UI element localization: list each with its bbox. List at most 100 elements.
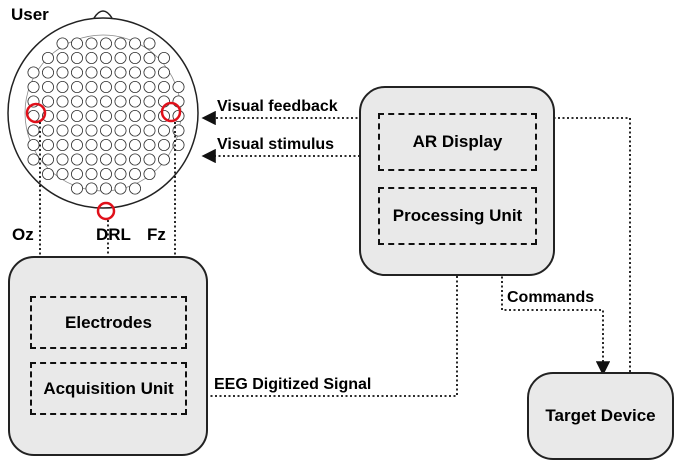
- electrode-site-icon: [42, 66, 55, 79]
- electrode-site-icon: [85, 66, 98, 79]
- electrode-site-icon: [157, 52, 170, 65]
- electrode-site-icon: [85, 182, 98, 195]
- electrode-site-icon: [85, 124, 98, 137]
- electrode-site-icon: [100, 66, 113, 79]
- electrode-site-icon: [85, 81, 98, 94]
- electrode-site-icon: [71, 81, 84, 94]
- electrode-site-icon: [42, 81, 55, 94]
- electrode-site-icon: [114, 182, 127, 195]
- electrode-site-icon: [71, 167, 84, 180]
- electrode-site-icon: [56, 110, 69, 123]
- electrode-site-icon: [100, 52, 113, 65]
- electrode-site-icon: [71, 153, 84, 166]
- ar-display-box: AR Display: [378, 113, 537, 171]
- electrode-site-icon: [114, 153, 127, 166]
- electrode-site-icon: [143, 153, 156, 166]
- electrode-site-icon: [100, 124, 113, 137]
- electrode-site-icon: [114, 52, 127, 65]
- electrode-site-icon: [143, 52, 156, 65]
- electrode-site-icon: [128, 110, 141, 123]
- visual-feedback-arrow: [201, 110, 631, 372]
- electrode-site-icon: [85, 167, 98, 180]
- drl-electrode-highlight: [96, 201, 116, 221]
- nose-icon: [93, 10, 113, 19]
- electrode-site-icon: [143, 124, 156, 137]
- electrode-site-icon: [157, 124, 170, 137]
- electrode-site-icon: [100, 95, 113, 108]
- electrode-site-icon: [56, 95, 69, 108]
- electrodes-box: Electrodes: [30, 296, 187, 349]
- electrode-site-icon: [143, 95, 156, 108]
- electrode-site-icon: [27, 81, 40, 94]
- electrode-site-icon: [143, 66, 156, 79]
- eeg-signal-arrow: [188, 241, 465, 397]
- electrode-site-icon: [114, 167, 127, 180]
- electrode-site-icon: [128, 182, 141, 195]
- electrode-site-icon: [56, 37, 69, 50]
- electrode-site-icon: [128, 167, 141, 180]
- electrode-site-icon: [85, 110, 98, 123]
- electrode-site-icon: [42, 167, 55, 180]
- electrode-site-icon: [143, 110, 156, 123]
- electrode-site-icon: [100, 81, 113, 94]
- electrode-site-icon: [172, 138, 185, 151]
- electrode-site-icon: [56, 66, 69, 79]
- fz-electrode-highlight: [160, 101, 182, 123]
- electrode-site-icon: [71, 182, 84, 195]
- electrode-site-icon: [71, 110, 84, 123]
- electrode-site-icon: [42, 124, 55, 137]
- visual-stimulus-label: Visual stimulus: [217, 136, 335, 153]
- electrode-site-icon: [27, 124, 40, 137]
- electrode-site-icon: [71, 37, 84, 50]
- electrode-site-icon: [100, 153, 113, 166]
- electrode-site-icon: [114, 95, 127, 108]
- electrode-site-icon: [42, 153, 55, 166]
- electrode-site-icon: [100, 110, 113, 123]
- electrode-site-icon: [157, 153, 170, 166]
- electrode-site-icon: [128, 37, 141, 50]
- electrode-site-icon: [128, 153, 141, 166]
- commands-arrow: [501, 245, 611, 376]
- electrode-site-icon: [114, 138, 127, 151]
- electrode-site-icon: [71, 124, 84, 137]
- fz-label: Fz: [147, 225, 166, 244]
- electrode-site-icon: [85, 52, 98, 65]
- electrode-site-icon: [56, 124, 69, 137]
- electrode-site-icon: [71, 138, 84, 151]
- visual-feedback-label: Visual feedback: [217, 98, 338, 115]
- electrode-site-icon: [114, 81, 127, 94]
- electrode-site-icon: [128, 52, 141, 65]
- electrode-site-icon: [157, 66, 170, 79]
- electrode-site-icon: [56, 138, 69, 151]
- electrode-site-icon: [128, 124, 141, 137]
- electrode-site-icon: [157, 138, 170, 151]
- electrode-site-icon: [143, 37, 156, 50]
- electrode-site-icon: [42, 52, 55, 65]
- acquisition-unit-box: Acquisition Unit: [30, 362, 187, 415]
- electrode-site-icon: [128, 81, 141, 94]
- electrode-site-icon: [56, 52, 69, 65]
- electrode-site-icon: [157, 81, 170, 94]
- electrode-site-icon: [128, 95, 141, 108]
- electrode-site-icon: [85, 37, 98, 50]
- electrode-site-icon: [100, 182, 113, 195]
- acquisition-block: [8, 256, 208, 456]
- electrode-site-icon: [56, 81, 69, 94]
- electrode-site-icon: [114, 37, 127, 50]
- electrode-site-icon: [100, 167, 113, 180]
- electrode-site-icon: [42, 95, 55, 108]
- electrode-site-icon: [42, 138, 55, 151]
- electrode-site-icon: [71, 66, 84, 79]
- electrode-site-icon: [56, 153, 69, 166]
- electrode-site-icon: [143, 167, 156, 180]
- electrode-site-icon: [56, 167, 69, 180]
- processing-unit-box: Processing Unit: [378, 187, 537, 245]
- electrode-site-icon: [128, 138, 141, 151]
- eeg-head-map: [7, 10, 199, 221]
- target-device-box: Target Device: [527, 372, 674, 460]
- electrode-site-icon: [114, 66, 127, 79]
- user-label: User: [11, 5, 49, 24]
- eeg-signal-label: EEG Digitized Signal: [214, 376, 372, 393]
- electrode-site-icon: [71, 52, 84, 65]
- electrode-site-icon: [71, 95, 84, 108]
